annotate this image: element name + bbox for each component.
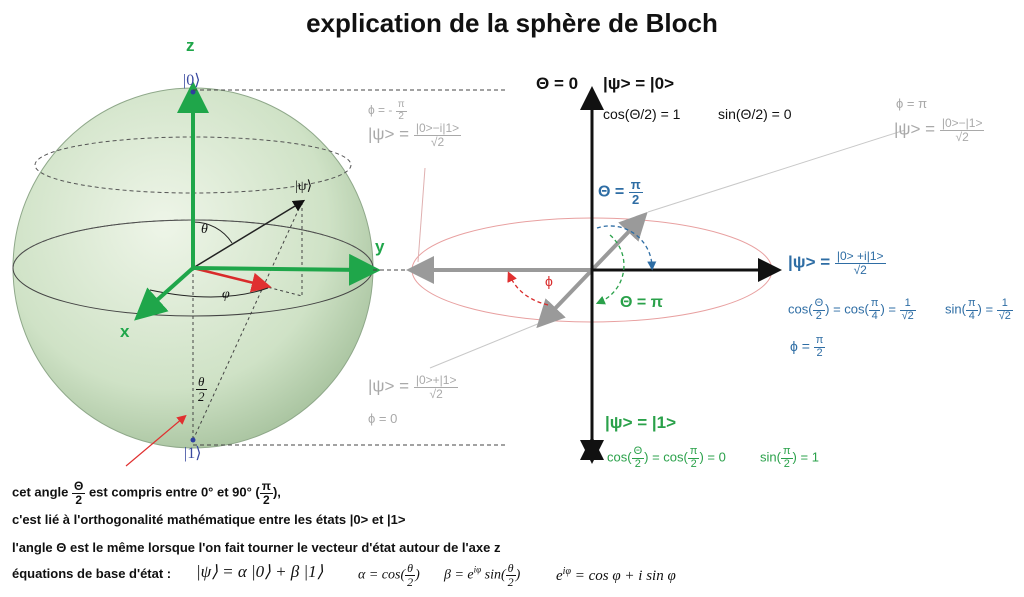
note-line3: l'angle Θ est le même lorsque l'on fait … [12,540,501,555]
theta-label: θ [201,222,208,237]
psi-minus-i-state: |ψ> = |0>−i|1>√2 [368,121,462,149]
psi-label: |ψ⟩ [295,179,313,194]
axis-z-label: z [186,36,195,55]
page-title: explication de la sphère de Bloch [306,8,718,38]
note-line4-label: équations de base d'état : [12,566,172,581]
psi-plus-state: |ψ> = |0>+|1>√2 [368,373,459,401]
psi-minus-state: |ψ> = |0>−|1>√2 [894,116,985,144]
phi-label: φ [222,287,230,302]
equation-euler: eiφ = cos φ + i sin φ [556,566,676,584]
theta-zero: Θ = 0 [536,74,579,93]
equation-state: |ψ⟩ = α |0⟩ + β |1⟩ [196,562,324,581]
phi-small-label: ϕ [545,273,553,289]
projection-diagram [406,86,906,464]
psi-plus-i-state: |ψ> = |0> +i|1>√2 [788,249,886,277]
axis-y-label: y [375,237,385,256]
sin-top: sin(Θ/2) = 0 [718,106,792,122]
psi-zero-state: |ψ> = |0> [603,74,675,93]
psi-one-state: |ψ> = |1> [605,413,677,432]
cos-top: cos(Θ/2) = 1 [603,106,681,122]
phi-pi: ϕ = π [896,96,928,111]
theta-pi: Θ = π [620,294,663,311]
note-line2: c'est lié à l'orthogonalité mathématique… [12,512,406,527]
ket1-label: |1⟩ [184,445,202,462]
axis-x-label: x [120,322,130,341]
bloch-sphere [12,81,381,467]
ket0-label: |0⟩ [183,72,201,89]
phi-zero: ϕ = 0 [368,411,398,426]
